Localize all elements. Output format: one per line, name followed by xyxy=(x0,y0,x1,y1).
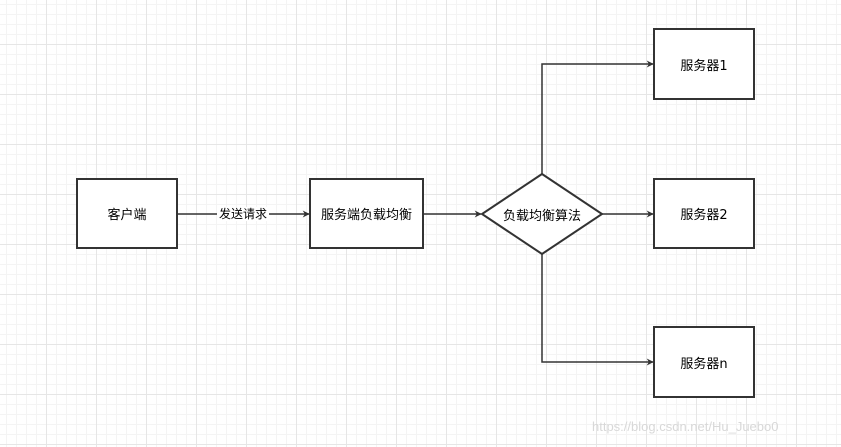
request-edge-label: 发送请求 xyxy=(217,207,270,221)
edge-algorithm-to-server1 xyxy=(541,60,654,174)
client-box[interactable] xyxy=(76,178,178,249)
client-label: 客户端 xyxy=(107,208,147,223)
watermark-text: https://blog.csdn.net/Hu_Juebo0 xyxy=(592,419,779,434)
edge-algorithm-to-servern xyxy=(541,254,654,366)
server-lb-label: 服务端负载均衡 xyxy=(320,208,412,223)
server2-label: 服务器2 xyxy=(680,208,728,223)
servern-box[interactable] xyxy=(653,326,755,398)
server-lb-box[interactable] xyxy=(309,178,424,249)
server2-box[interactable] xyxy=(653,178,755,249)
algorithm-label: 负载均衡算法 xyxy=(502,208,581,224)
servern-label: 服务器n xyxy=(680,356,728,372)
server1-label: 服务器1 xyxy=(680,58,728,74)
server1-box[interactable] xyxy=(653,28,755,100)
